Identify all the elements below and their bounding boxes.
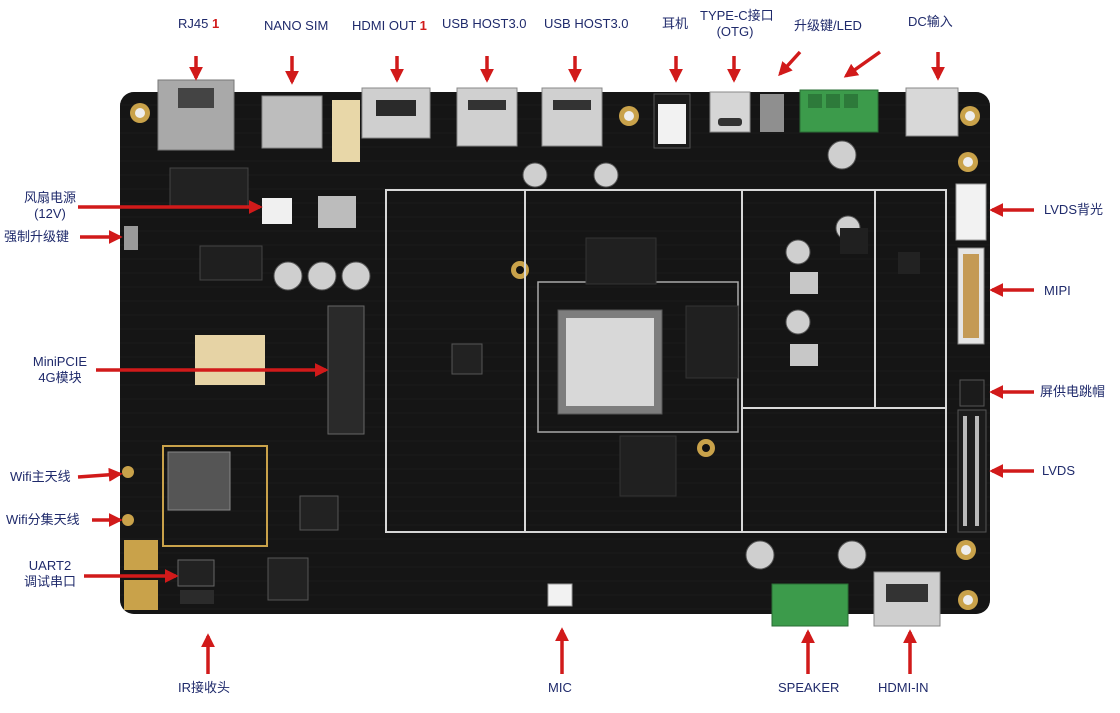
sim-slot [261, 95, 323, 149]
label-minipcie-line1: MiniPCIE [32, 354, 88, 369]
label-minipcie-line2: 4G模块 [38, 370, 82, 385]
label-rj45-num: 1 [211, 16, 220, 31]
label-lvds: LVDS [1042, 463, 1075, 478]
label-wifi-main: Wifi主天线 [10, 469, 71, 484]
label-hdmi-out: HDMI OUT 1 [352, 18, 427, 34]
label-rj45-text: RJ45 [178, 16, 212, 31]
label-force-upgrade: 强制升级键 [4, 229, 70, 244]
label-usb-host-2: USB HOST3.0 [544, 16, 629, 31]
minipcie-slot [327, 305, 365, 435]
label-speaker: SPEAKER [778, 680, 840, 695]
label-lvds-backlight: LVDS背光 [1044, 202, 1103, 217]
mounting-holes [130, 103, 980, 610]
label-uart-line2: 调试串口 [23, 574, 76, 589]
label-fan-power: 风扇电源 (12V) [14, 190, 86, 222]
lvds-backlight-connector [955, 183, 987, 241]
label-rj45: RJ45 1 [178, 16, 219, 32]
label-ir: IR接收头 [178, 680, 231, 695]
label-screen-jumper: 屏供电跳帽 [1040, 384, 1106, 399]
label-fan-line1: 风扇电源 [23, 190, 76, 205]
label-earphone: 耳机 [662, 16, 689, 31]
label-upgrade-led: 升级键/LED [794, 18, 862, 33]
force-upgrade-button [124, 226, 138, 250]
label-hdmi-out-num: 1 [419, 18, 427, 33]
label-uart-line1: UART2 [28, 558, 72, 573]
core-module-outline [385, 189, 947, 533]
label-type-c: TYPE-C接口 (OTG) [700, 8, 774, 40]
jumper-header [959, 379, 985, 407]
label-minipcie: MiniPCIE 4G模块 [22, 354, 98, 386]
label-fan-line2: (12V) [34, 206, 66, 221]
label-mic: MIC [548, 680, 572, 695]
wifi-module [162, 445, 268, 547]
label-type-c-line2: (OTG) [716, 24, 754, 39]
upgrade-button [760, 94, 784, 132]
speaker-terminal [771, 583, 849, 627]
label-nano-sim: NANO SIM [264, 18, 329, 33]
label-mipi: MIPI [1044, 283, 1071, 298]
label-hdmi-in: HDMI-IN [878, 680, 929, 695]
mic-connector [547, 583, 573, 607]
callout-arrows [77, 50, 1034, 674]
uart-header [177, 559, 215, 587]
label-uart: UART2 调试串口 [18, 558, 82, 590]
usb-connector-2 [541, 87, 603, 147]
label-dc-input: DC输入 [908, 14, 953, 29]
label-wifi-div: Wifi分集天线 [6, 512, 80, 527]
usb-connector-1 [456, 87, 518, 147]
label-type-c-line1: TYPE-C接口 [700, 8, 774, 23]
label-hdmi-out-text: HDMI OUT [352, 18, 420, 33]
label-usb-host-1: USB HOST3.0 [442, 16, 527, 31]
lvds-header [957, 409, 987, 533]
dc-jack [905, 87, 959, 137]
